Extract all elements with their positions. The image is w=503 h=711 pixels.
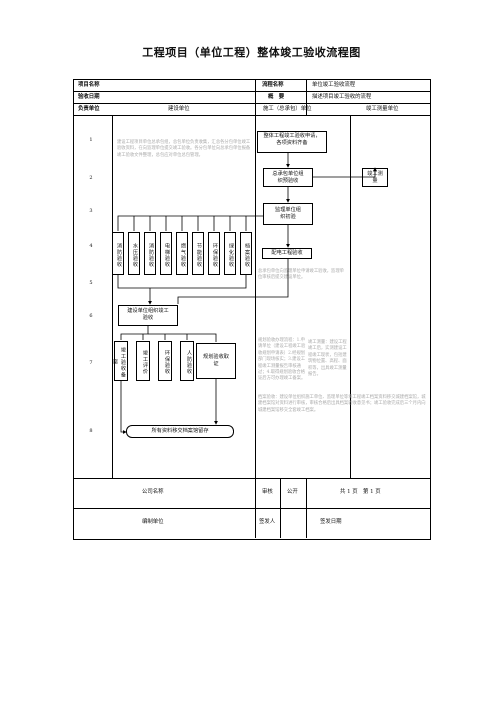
footer-rule-2	[73, 508, 430, 509]
col-contractor: 施工（总承包）单位	[263, 106, 312, 112]
submit-box: 整体工程竣工验收申请，各项资料齐备	[257, 131, 327, 153]
note-survey: 竣工测量：建设工程竣工后，实测建设工程竣工现状，包括建筑物位置、高程、面积等，出…	[308, 340, 347, 378]
issue-date-label: 签发日期	[320, 519, 342, 525]
utility-box: 配电工程验收	[262, 248, 312, 259]
col-construction: 建设单位	[168, 106, 190, 112]
step-number: 6	[89, 313, 93, 319]
flow-name-label: 流程名称	[262, 82, 284, 88]
header-rule-2	[73, 103, 430, 104]
supervisor-inspection-box: 监理单位组织初验	[263, 203, 313, 225]
column-rule-right	[350, 115, 351, 478]
acceptance-box: 燃气验收	[176, 232, 188, 275]
acceptance-box: 消防验收	[112, 232, 124, 275]
acceptance-box: 节能验收	[192, 232, 204, 275]
step-number: 3	[89, 208, 93, 214]
note-construction: 建设工程项目单位总承包组，总包单位负责收集，汇总各分包单位竣工验收资料，在向监理…	[117, 140, 251, 158]
footer-rule-b	[306, 478, 307, 538]
page-count: 共 1 页 第 1 页	[340, 489, 381, 495]
org-acceptance-box: 建设单位组织竣工验收	[118, 305, 178, 326]
civil-defense-box: 人防验收	[180, 341, 194, 381]
responsible-label: 负责单位	[78, 106, 100, 112]
page-title: 工程项目（单位工程）整体竣工验收流程图	[142, 46, 361, 59]
filing-box: 竣工验收备案	[112, 341, 128, 381]
step-number: 1	[89, 137, 93, 143]
summary-label: 概 要	[268, 94, 285, 100]
footer-rule-a	[280, 478, 281, 538]
approve-label: 审核	[262, 489, 273, 495]
note-contractor: 总承包单位向监理单位申请竣工验收，监理单位审核后提交建设单位。	[258, 269, 344, 281]
header-rule-3	[73, 115, 430, 116]
acceptance-box: 消防验收	[144, 232, 156, 275]
step-number: 7	[89, 360, 93, 366]
acceptance-box: 档案验收	[240, 232, 252, 275]
prepared-label: 编制单位	[142, 519, 164, 525]
acceptance-box: 环保验收	[208, 232, 220, 275]
step-number: 4	[89, 243, 93, 249]
acceptance-date-label: 验收日期	[78, 94, 100, 100]
summary-value: 描述项目竣工验收的流程	[312, 94, 372, 100]
note-archive: 档案验收：建设单位组织施工单位、监理单位等将工程竣工档案资料移交城建档案馆，城建…	[258, 395, 426, 413]
step-column-rule	[112, 115, 113, 478]
company-label: 公司名称	[142, 489, 164, 495]
publish-label: 公开	[287, 489, 298, 495]
contractor-preinspection-box: 总承包单位组织预验收	[263, 168, 313, 187]
acceptance-box: 水压验收	[128, 232, 140, 275]
column-rule-middle	[255, 79, 256, 538]
header-rule-1	[73, 91, 430, 92]
step-number: 2	[89, 175, 93, 181]
flowchart-table	[73, 79, 431, 540]
acceptance-box: 绿化验收	[224, 232, 236, 275]
planning-box: 规划验收取证	[196, 343, 236, 379]
col-survey: 竣工测量单位	[366, 106, 399, 112]
note-planning: 规划验收办理流程：1.申请单位（建设工程竣工验收规划申请表）2.经规划部门现场核…	[258, 338, 306, 382]
issuer-label: 签发人	[259, 519, 276, 525]
evaluation-box: 竣工评价	[136, 341, 150, 381]
step-number: 5	[89, 280, 93, 286]
header-value-rule	[306, 79, 307, 115]
footer-rule-1	[73, 478, 430, 479]
acceptance-box: 电梯验收	[160, 232, 172, 275]
flow-name-value: 单位竣工验收流程	[312, 82, 356, 88]
project-name-label: 项目名称	[78, 82, 100, 88]
environment-box: 环保验收	[158, 341, 172, 381]
step-number: 8	[89, 428, 93, 434]
